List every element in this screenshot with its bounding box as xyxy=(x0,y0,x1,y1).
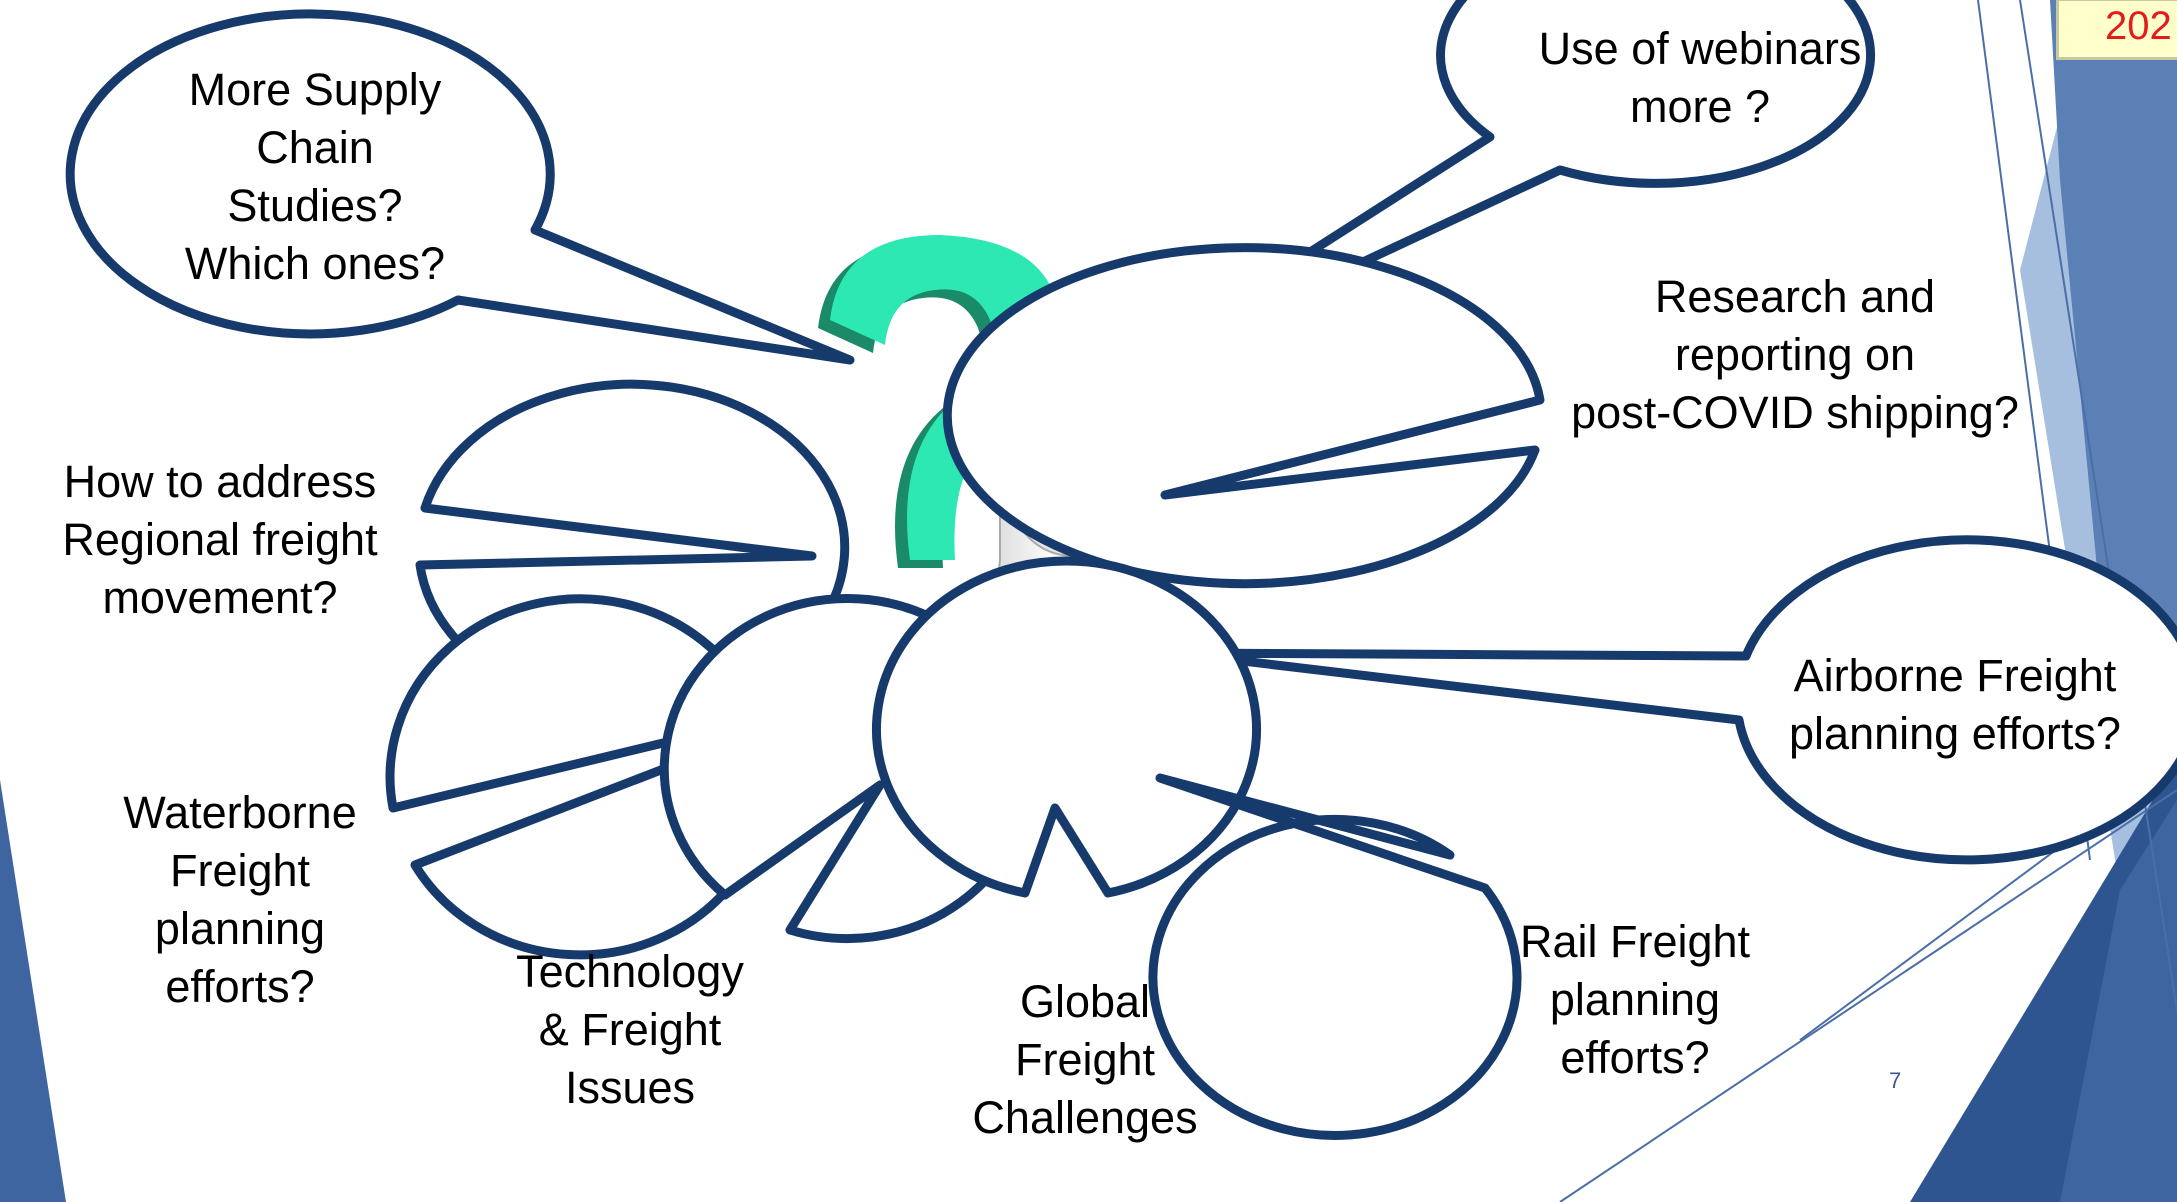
bubble-rail xyxy=(1148,773,1522,1140)
bubble-supply-chain-text: More Supply Chain Studies? Which ones? xyxy=(184,64,446,289)
bubble-technology-text: Technology & Freight Issues xyxy=(516,946,744,1113)
slide-number: 7 xyxy=(1889,1068,1902,1093)
bubble-airborne-text: Airborne Freight planning efforts? xyxy=(1789,650,2121,759)
year-tag: 202 xyxy=(2056,0,2177,60)
right-decoration-band xyxy=(1559,0,2177,1202)
left-decoration-band xyxy=(0,780,66,1202)
bubble-regional-text: How to address Regional freight movement… xyxy=(62,456,378,623)
bubble-airborne xyxy=(1170,535,2177,865)
bubble-supply-chain xyxy=(65,9,855,365)
bubble-waterborne-text: Waterborne Freight planning efforts? xyxy=(123,787,357,1012)
bubble-research xyxy=(942,243,1545,589)
bubble-rail-text: Rail Freight planning efforts? xyxy=(1519,916,1751,1083)
bubble-global-text: Global Freight Challenges xyxy=(972,976,1198,1143)
bubble-global xyxy=(872,556,1261,898)
bubble-webinars-text: Use of webinars more ? xyxy=(1538,23,1862,132)
bubble-research-text: Research and reporting on post-COVID shi… xyxy=(1571,271,2019,438)
